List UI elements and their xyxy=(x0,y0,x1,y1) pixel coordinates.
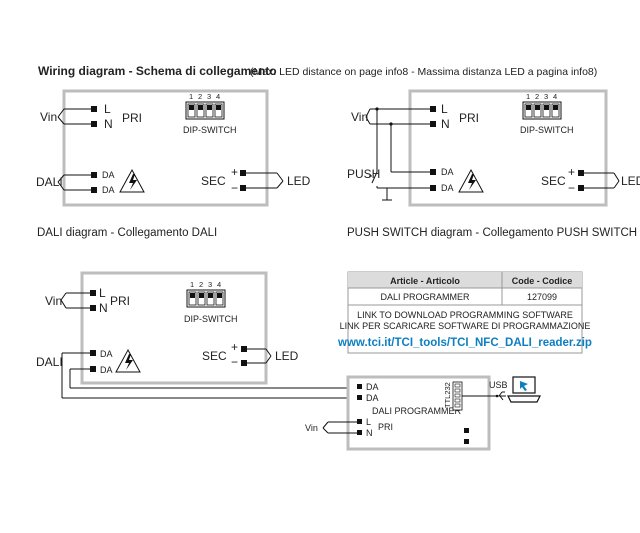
programmer-title: DALI PROGRAMMER xyxy=(372,406,462,416)
vin-label: Vin xyxy=(40,110,57,124)
driver-box xyxy=(62,89,269,207)
pri-label: PRI xyxy=(110,294,130,308)
sec-label: SEC xyxy=(202,349,227,363)
table-header-article: Article - Articolo xyxy=(390,276,460,286)
svg-text:4: 4 xyxy=(217,280,221,289)
svg-text:2: 2 xyxy=(199,280,203,289)
svg-text:2: 2 xyxy=(535,92,539,101)
download-link[interactable]: www.tci.it/TCI_tools/TCI_NFC_DALI_reader… xyxy=(337,337,592,349)
warning-icon xyxy=(458,168,484,193)
da-label-2: DA xyxy=(441,183,454,193)
prog-pri-label: PRI xyxy=(378,422,393,432)
dip-switch-icon: 1 2 3 4 xyxy=(522,92,562,120)
laptop-icon xyxy=(507,376,541,403)
programmer-box xyxy=(346,375,491,451)
svg-text:2: 2 xyxy=(198,92,202,101)
svg-text:3: 3 xyxy=(544,92,548,101)
svg-text:1: 1 xyxy=(189,92,193,101)
ttl-label: TTL232 xyxy=(443,382,452,408)
vin-label: Vin xyxy=(45,294,62,308)
usb-icon xyxy=(495,391,506,401)
plus-label: + xyxy=(231,340,238,354)
dip-switch-icon: 1 2 3 4 xyxy=(185,92,225,120)
da-label-1: DA xyxy=(100,349,113,359)
push-label: PUSH xyxy=(347,167,380,181)
prog-da-label-1: DA xyxy=(366,382,379,392)
da-label-2: DA xyxy=(102,185,115,195)
minus-label: − xyxy=(231,355,238,369)
push-diagram: 1 2 3 4 DIP-SWITCH L N PRI Vin xyxy=(347,89,640,207)
dip-switch-label: DIP-SWITCH xyxy=(184,314,238,324)
driver-box xyxy=(80,271,268,385)
prog-vin-label: Vin xyxy=(305,423,318,433)
table-header-code: Code - Codice xyxy=(512,276,573,286)
prog-n-label: N xyxy=(366,428,373,438)
push-diagram-caption: PUSH SWITCH diagram - Collegamento PUSH … xyxy=(347,227,637,239)
sec-label: SEC xyxy=(201,174,226,188)
svg-text:3: 3 xyxy=(207,92,211,101)
svg-text:4: 4 xyxy=(553,92,557,101)
link-text-en: LINK TO DOWNLOAD PROGRAMMING SOFTWARE xyxy=(357,310,573,320)
pri-label: PRI xyxy=(459,111,479,125)
usb-label: USB xyxy=(489,380,508,390)
terminal-n-label: N xyxy=(441,117,450,131)
da-label-2: DA xyxy=(100,365,113,375)
svg-text:3: 3 xyxy=(208,280,212,289)
terminal-l-label: L xyxy=(99,286,106,300)
heading-main: Wiring diagram - Schema di collegamento xyxy=(38,64,277,78)
dip-switch-icon: 1 2 3 4 xyxy=(186,280,226,308)
terminal-l-label: L xyxy=(104,102,111,116)
svg-text:1: 1 xyxy=(190,280,194,289)
programmer-diagram: 1 2 3 4 DIP-SWITCH L N PRI Vin DA DA DAL… xyxy=(36,271,541,451)
prog-l-label: L xyxy=(366,417,371,427)
plus-label: + xyxy=(231,165,238,179)
led-label: LED xyxy=(621,174,640,188)
led-label: LED xyxy=(287,174,311,188)
ttl-port-icon xyxy=(452,381,463,411)
driver-box xyxy=(408,89,608,207)
table-cell-code: 127099 xyxy=(527,292,557,302)
terminal-n-label: N xyxy=(99,301,108,315)
sec-label: SEC xyxy=(541,174,566,188)
minus-label: − xyxy=(568,181,575,195)
dip-switch-label: DIP-SWITCH xyxy=(520,125,574,135)
pri-label: PRI xyxy=(122,111,142,125)
warning-icon xyxy=(119,168,145,193)
warning-icon xyxy=(115,348,141,373)
da-label-1: DA xyxy=(441,167,454,177)
link-text-it: LINK PER SCARICARE SOFTWARE DI PROGRAMMA… xyxy=(340,321,591,331)
led-label: LED xyxy=(275,349,299,363)
terminal-l-label: L xyxy=(441,102,448,116)
prog-da-label-2: DA xyxy=(366,393,379,403)
dali-diagram: 1 2 3 4 DIP-SWITCH L N PRI Vin DA DA DAL xyxy=(36,89,311,207)
dali-diagram-caption: DALI diagram - Collegamento DALI xyxy=(37,227,217,239)
vin-label: Vin xyxy=(351,110,368,124)
da-label-1: DA xyxy=(102,170,115,180)
article-table: Article - Articolo Code - Codice DALI PR… xyxy=(337,271,592,354)
dali-label: DALI xyxy=(36,355,63,369)
minus-label: − xyxy=(231,181,238,195)
dali-label: DALI xyxy=(36,175,63,189)
terminal-n-label: N xyxy=(104,117,113,131)
plus-label: + xyxy=(568,165,575,179)
heading-note: (Max. LED distance on page info8 - Massi… xyxy=(250,66,597,78)
svg-text:1: 1 xyxy=(526,92,530,101)
table-cell-article: DALI PROGRAMMER xyxy=(380,292,470,302)
svg-text:4: 4 xyxy=(216,92,220,101)
dip-switch-label: DIP-SWITCH xyxy=(183,125,237,135)
